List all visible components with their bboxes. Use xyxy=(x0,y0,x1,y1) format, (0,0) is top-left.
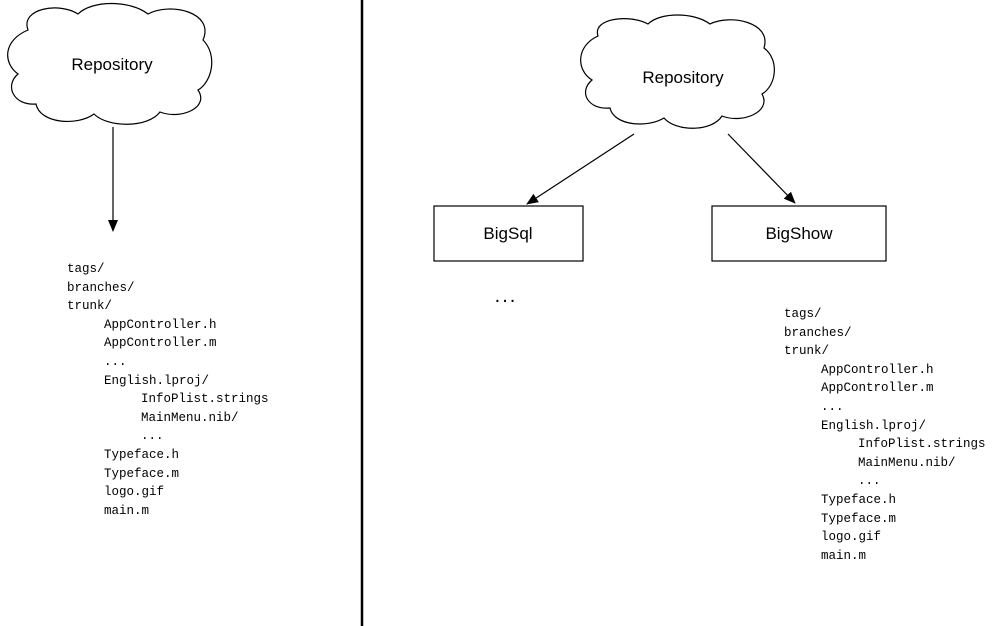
tree-entry: main.m xyxy=(104,503,150,518)
tree-entry: ... xyxy=(858,474,881,489)
right-repository-label: Repository xyxy=(642,68,724,87)
arrow-to-bigsql xyxy=(526,133,635,205)
bigsql-label: BigSql xyxy=(483,224,532,243)
bigsql-box xyxy=(433,205,584,262)
tree-entry: AppController.h xyxy=(821,362,934,377)
tree-entry: branches/ xyxy=(67,280,135,295)
tree-entry: tags/ xyxy=(67,262,105,276)
tree-entry: trunk/ xyxy=(784,344,830,359)
left-repository-label: Repository xyxy=(71,55,153,74)
tree-entry: ... xyxy=(821,399,844,414)
bigshow-box xyxy=(711,205,887,262)
tree-entry: Typeface.m xyxy=(104,466,180,481)
tree-entry: AppController.h xyxy=(104,317,217,332)
tree-entry: AppController.m xyxy=(104,336,217,351)
bigshow-label: BigShow xyxy=(765,224,833,243)
tree-entry: Typeface.h xyxy=(104,447,180,462)
tree-entry: MainMenu.nib/ xyxy=(141,410,239,425)
tree-entry: MainMenu.nib/ xyxy=(858,455,956,470)
tree-entry: ... xyxy=(104,354,127,369)
tree-entry: InfoPlist.strings xyxy=(141,392,269,407)
tree-entry: main.m xyxy=(821,548,867,563)
more-projects-ellipsis: ... xyxy=(495,285,518,307)
tree-entry: Typeface.h xyxy=(821,492,897,507)
tree-entry: branches/ xyxy=(784,325,852,340)
tree-entry: Typeface.m xyxy=(821,511,897,526)
tree-entry: trunk/ xyxy=(67,299,113,314)
right-repository-cloud xyxy=(580,14,775,129)
tree-entry: logo.gif xyxy=(104,485,165,500)
tree-entry: logo.gif xyxy=(821,530,882,545)
arrow-to-bigshow xyxy=(727,133,796,204)
tree-entry: tags/ xyxy=(784,307,822,321)
tree-entry: English.lproj/ xyxy=(104,373,210,388)
tree-entry: English.lproj/ xyxy=(821,418,927,433)
tree-entry: InfoPlist.strings xyxy=(858,437,986,452)
tree-entry: ... xyxy=(141,429,164,444)
tree-entry: AppController.m xyxy=(821,381,934,396)
left-repository-cloud xyxy=(7,3,213,125)
